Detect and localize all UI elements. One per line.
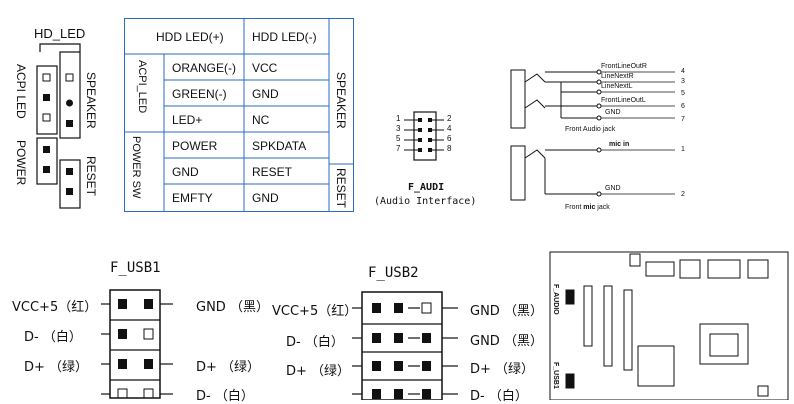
acpi-led-label: ACPI LED [14, 64, 28, 119]
acpi-row3-left: LED+ [172, 113, 203, 127]
acpi-row1-left: ORANGE(-) [172, 61, 236, 75]
acpi-row2-right: GND [252, 87, 279, 101]
usb1-left-2: D- （白） [24, 330, 82, 345]
motherboard-drawing [549, 251, 789, 400]
mic-in-num: 1 [681, 146, 685, 153]
pin-table-grid [124, 18, 354, 212]
usb2-right-1: GND （黑） [470, 304, 543, 319]
usb1-right-1: GND （黑） [196, 300, 269, 315]
front-audio-diagram: FrontLineOutR 4 LineNextR 3 LineNextL 5 … [505, 60, 705, 220]
usb1-left-1: VCC+5（红） [12, 300, 98, 315]
f-usb1-title: F_USB1 [110, 260, 161, 276]
acpi-group-label: ACPI_LED [136, 60, 148, 114]
audio-line-1: FrontLineOutR [601, 63, 647, 70]
audio-header-title: F_AUDI [408, 182, 445, 193]
header-block: HD_LED ACPI LED POWER SPEAKER RESET [0, 0, 120, 215]
audio-pin-1: 1 [396, 114, 401, 123]
hd-led-label: HD_LED [34, 26, 86, 41]
usb2-left-3: D+ （绿） [286, 364, 351, 379]
acpi-row1-right: VCC [252, 61, 278, 75]
audio-pin-4: 4 [447, 124, 452, 133]
front-mic-jack-mic: mic [583, 204, 596, 211]
usb2-left-2: D- （白） [286, 335, 344, 350]
power-row3-right: GND [252, 191, 279, 205]
reset-group-label: RESET [334, 168, 348, 209]
usb2-right-4: D- （白） [470, 389, 528, 404]
mic-gnd-num: 2 [681, 191, 685, 198]
mic-gnd-label: GND [605, 185, 621, 192]
audio-header-drawing [404, 111, 444, 161]
power-row1-right: SPKDATA [252, 139, 307, 153]
reset-label: RESET [84, 156, 98, 197]
audio-header: 1 3 5 7 2 4 6 8 F_AUDI (Audio Interface) [374, 108, 502, 212]
audio-pin-2: 2 [447, 114, 452, 123]
audio-line-4: FrontLineOutL [601, 97, 646, 104]
power-row2-right: RESET [252, 165, 293, 179]
audio-pin-7: 7 [396, 144, 401, 153]
front-audio-drawing [510, 69, 675, 201]
board-f-audio-label: F_AUDIO [552, 284, 559, 315]
header-drawing [36, 43, 81, 209]
audio-line-3-num: 5 [681, 90, 685, 97]
board-f-usb-label: F_USB1 [552, 362, 559, 389]
usb2-right-2: GND （黑） [470, 334, 543, 349]
front-audio-jack-label: Front Audio jack [565, 126, 616, 133]
audio-line-2-num: 3 [681, 78, 685, 85]
usb1-left-3: D+ （绿） [24, 360, 89, 375]
audio-pin-3: 3 [396, 124, 401, 133]
acpi-row2-left: GREEN(-) [172, 87, 227, 101]
audio-line-1-num: 4 [681, 68, 685, 75]
audio-pin-8: 8 [447, 144, 452, 153]
usb2-left-1: VCC+5（红） [272, 304, 358, 319]
f-usb2-title: F_USB2 [368, 265, 419, 281]
power-label: POWER [14, 140, 28, 186]
audio-pin-6: 6 [447, 134, 452, 143]
audio-line-3: LineNextL [601, 83, 633, 90]
audio-pin-5: 5 [396, 134, 401, 143]
usb1-right-2: D+ （绿） [196, 360, 261, 375]
audio-line-5: GND [605, 109, 621, 116]
pin-table: HDD LED(+) HDD LED(-) ACPI_LED ORANGE(-)… [124, 18, 354, 212]
audio-line-2: LineNextR [601, 73, 634, 80]
f-usb1-drawing [101, 289, 173, 399]
mic-in-label: mic in [609, 141, 630, 148]
power-row3-left: EMFTY [172, 191, 213, 205]
row1-right: HDD LED(-) [252, 30, 317, 44]
speaker-group-label: SPEAKER [334, 72, 348, 129]
audio-header-subtitle: (Audio Interface) [374, 196, 477, 207]
front-mic-jack-prefix: Front [565, 204, 584, 211]
row1-left: HDD LED(+) [156, 30, 224, 44]
power-row2-left: GND [172, 165, 199, 179]
front-mic-jack-suffix: jack [595, 204, 610, 211]
acpi-row3-right: NC [252, 113, 270, 127]
speaker-label: SPEAKER [84, 72, 98, 129]
audio-line-4-num: 6 [681, 103, 685, 110]
power-group-label: POWER SW [130, 136, 142, 199]
motherboard-sketch: F_AUDIO F_USB1 [548, 250, 792, 400]
f-usb2-drawing [352, 291, 458, 400]
audio-line-5-num: 7 [681, 116, 685, 123]
usb2-right-3: D+ （绿） [470, 362, 535, 377]
power-row1-left: POWER [172, 139, 218, 153]
front-mic-jack-label: Front mic jack [565, 204, 610, 211]
usb1-right-3: D- （白） [196, 389, 254, 404]
